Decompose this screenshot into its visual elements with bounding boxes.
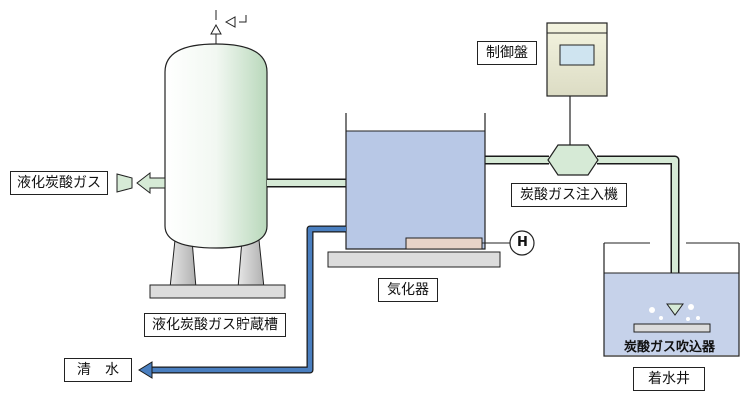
heater-symbol-label: H xyxy=(517,235,528,250)
gas-down-arrow xyxy=(666,303,684,316)
clean-water-pipe xyxy=(138,225,346,379)
outlet-nozzle-icon xyxy=(116,173,133,193)
gas-bubble xyxy=(686,317,690,321)
safety-valve-icon xyxy=(210,10,247,44)
vaporizer-base xyxy=(327,251,501,268)
liquid-co2-outlet-arrow xyxy=(116,171,166,195)
control-panel-window xyxy=(559,44,595,66)
gas-bubble xyxy=(649,307,655,313)
well xyxy=(603,242,740,357)
gas-bubble xyxy=(696,316,700,320)
vaporizer-label: 気化器 xyxy=(378,278,438,302)
gas-pipe-to-well-fill xyxy=(597,157,678,304)
vaporizer xyxy=(327,113,535,268)
well-water xyxy=(604,273,739,355)
tank-leg-left xyxy=(169,239,197,289)
control-panel xyxy=(546,22,608,145)
gas-bubble xyxy=(659,316,663,320)
storage-tank-label: 液化炭酸ガス貯蔵槽 xyxy=(144,313,286,337)
heater-pad xyxy=(405,237,483,250)
clean-water-arrow xyxy=(138,361,153,379)
injector-label: 炭酸ガス注入機 xyxy=(511,183,627,207)
tank-leg-right xyxy=(237,239,265,289)
tank-body xyxy=(164,43,268,249)
gas-bubble xyxy=(688,304,694,310)
well-label: 着水井 xyxy=(633,367,705,391)
liquid-co2-label: 液化炭酸ガス xyxy=(10,171,108,195)
well-walls xyxy=(603,243,740,357)
injector-unit xyxy=(547,144,599,176)
heater-symbol-icon xyxy=(509,230,535,256)
diffuser-plate xyxy=(633,323,711,333)
vaporizer-water xyxy=(346,131,485,249)
storage-tank xyxy=(149,43,286,299)
tank-base xyxy=(149,284,286,299)
diffuser-label: 炭酸ガス吹込器 xyxy=(624,340,716,355)
control-panel-label: 制御盤 xyxy=(477,41,537,65)
clean-water-label: 清 水 xyxy=(64,358,132,382)
